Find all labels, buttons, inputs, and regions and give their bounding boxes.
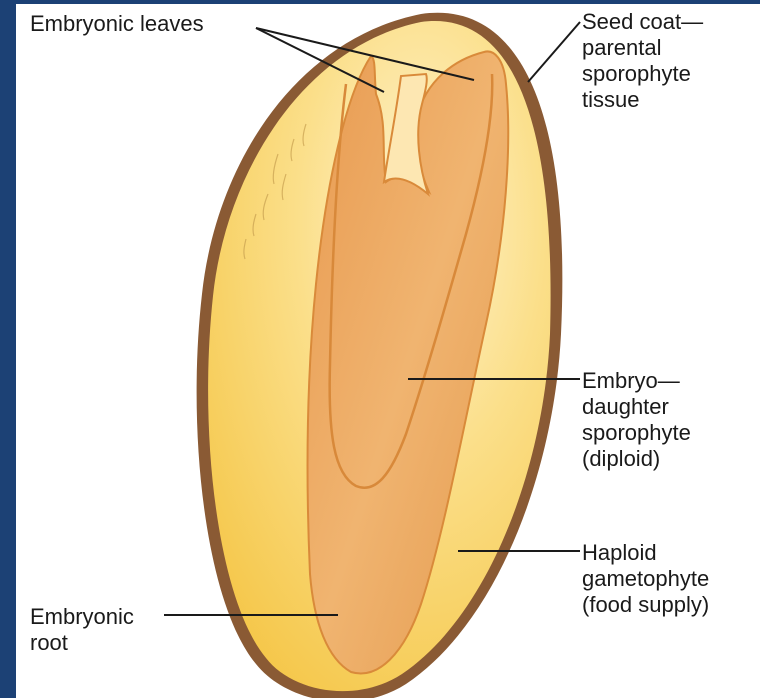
diagram-canvas: Embryonic leaves Seed coat— parental spo… [16,4,760,698]
label-gametophyte: Haploid gametophyte (food supply) [582,540,709,618]
label-embryonic-root: Embryonic root [30,604,134,656]
label-embryonic-leaves: Embryonic leaves [30,11,204,37]
label-seed-coat: Seed coat— parental sporophyte tissue [582,9,703,113]
label-embryo: Embryo— daughter sporophyte (diploid) [582,368,691,472]
leader-seed-coat [528,22,580,82]
